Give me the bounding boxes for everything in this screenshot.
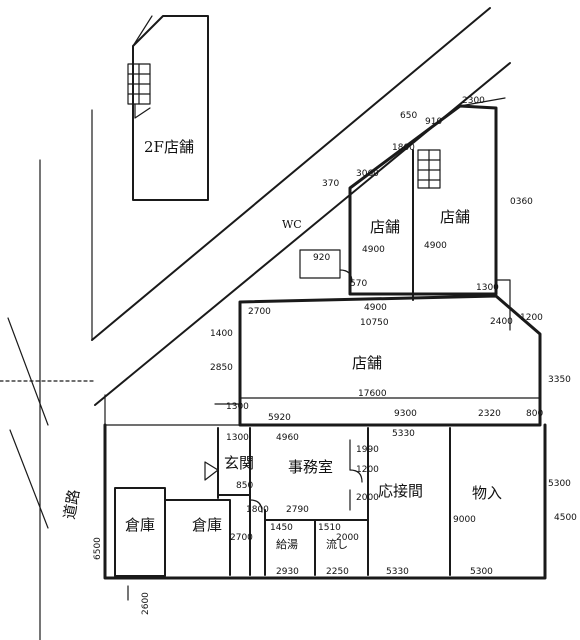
- dim-17600: 17600: [358, 389, 387, 399]
- dimension-labels: 2300 910 650 370 3060 1800 0360 4900 490…: [93, 96, 577, 615]
- road-lines: [0, 7, 511, 640]
- upstairs-block: [127, 15, 209, 201]
- sink-label: 流し: [326, 537, 348, 551]
- reception-label: 応接間: [378, 482, 423, 500]
- shop-top-right-label: 店舗: [440, 208, 470, 226]
- dim-2250: 2250: [326, 567, 349, 577]
- dim-1800b: 1800: [246, 505, 269, 515]
- dim-910: 910: [425, 117, 442, 127]
- dim-4900c: 4900: [364, 303, 387, 313]
- dim-650: 650: [400, 111, 417, 121]
- dim-1300c: 1300: [226, 402, 249, 412]
- dim-9300: 9300: [394, 409, 417, 419]
- dim-5920: 5920: [268, 413, 291, 423]
- dim-1450: 1450: [270, 523, 293, 533]
- dim-1400: 1400: [210, 329, 233, 339]
- dim-0360: 0360: [510, 197, 533, 207]
- dim-2000b: 2000: [356, 493, 379, 503]
- dim-4900a: 4900: [362, 245, 385, 255]
- dim-4960: 4960: [276, 433, 299, 443]
- dim-1990: 1990: [356, 445, 379, 455]
- dim-1300: 1300: [476, 283, 499, 293]
- dim-6500: 6500: [93, 537, 103, 560]
- dim-2000: 2000: [336, 533, 359, 543]
- dim-2850: 2850: [210, 363, 233, 373]
- dim-2300: 2300: [462, 96, 485, 106]
- shop-top-left-label: 店舗: [370, 218, 400, 236]
- dim-2700: 2700: [248, 307, 271, 317]
- dim-5300: 5300: [548, 479, 571, 489]
- dim-1200: 1200: [520, 313, 543, 323]
- entrance-label: 玄関: [224, 454, 254, 472]
- dim-2700b: 2700: [230, 533, 253, 543]
- dim-570: 570: [350, 279, 367, 289]
- road-label: 道路: [60, 488, 83, 521]
- dim-800: 800: [526, 409, 543, 419]
- dim-1800: 1800: [392, 143, 415, 153]
- dim-5330: 5330: [392, 429, 415, 439]
- dim-9000: 9000: [453, 515, 476, 525]
- lower-rooms: [103, 423, 547, 601]
- warehouse-left-label: 倉庫: [125, 516, 155, 534]
- dim-850: 850: [236, 481, 253, 491]
- dim-1510: 1510: [318, 523, 341, 533]
- upstairs-shop-label: 2F店舗: [144, 138, 194, 156]
- kitchenette-label: 給湯: [276, 537, 298, 551]
- dim-4500: 4500: [554, 513, 577, 523]
- dim-2790: 2790: [286, 505, 309, 515]
- dim-2400: 2400: [490, 317, 513, 327]
- shop-main-label: 店舗: [352, 354, 382, 372]
- dim-5300b: 5300: [470, 567, 493, 577]
- upper-shops: [299, 97, 511, 331]
- dim-2930: 2930: [276, 567, 299, 577]
- dim-920: 920: [313, 253, 330, 263]
- office-label: 事務室: [288, 458, 333, 476]
- main-shop: [104, 294, 542, 427]
- dim-1200b: 1200: [356, 465, 379, 475]
- dim-2600: 2600: [141, 592, 151, 615]
- storage-label: 物入: [472, 484, 502, 502]
- dim-3350: 3350: [548, 375, 571, 385]
- dim-1300b: 1300: [226, 433, 249, 443]
- dim-4900b: 4900: [424, 241, 447, 251]
- dim-10750: 10750: [360, 318, 389, 328]
- warehouse-right-label: 倉庫: [192, 516, 222, 534]
- wc-label: WC: [282, 218, 302, 231]
- dim-5330b: 5330: [386, 567, 409, 577]
- dim-3060: 3060: [356, 169, 379, 179]
- dim-2320: 2320: [478, 409, 501, 419]
- dim-370: 370: [322, 179, 339, 189]
